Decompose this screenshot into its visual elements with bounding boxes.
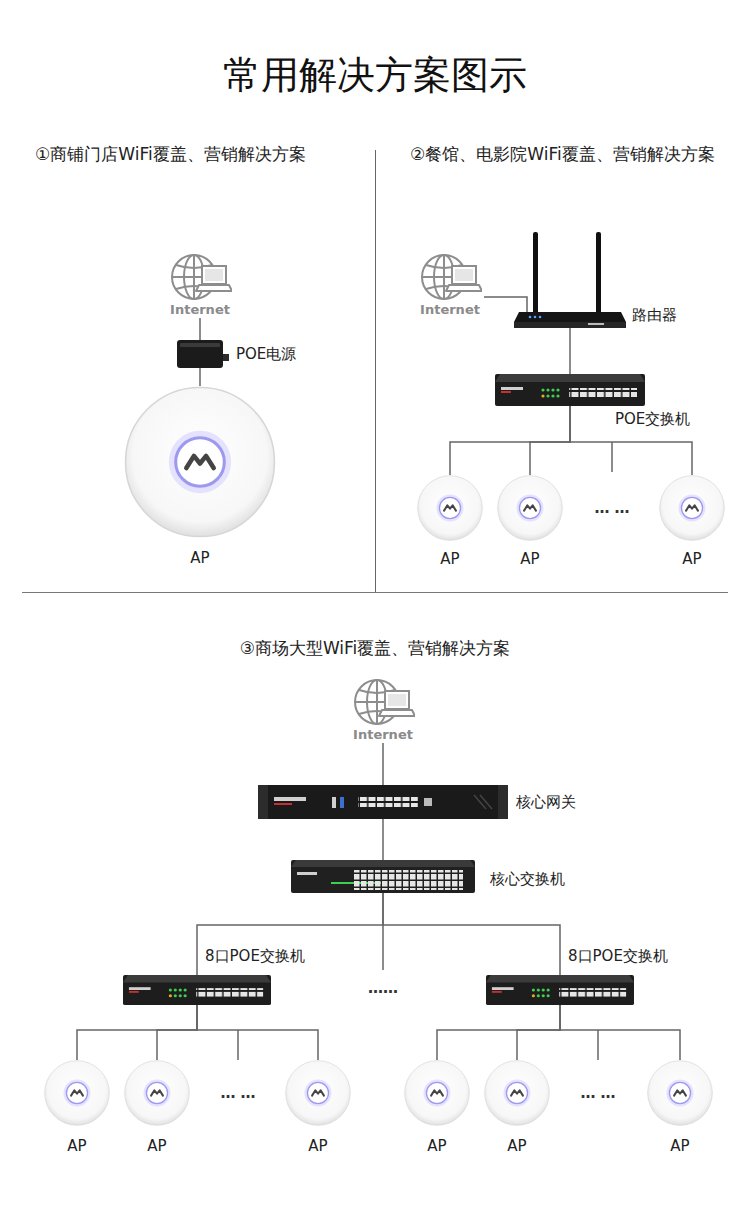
connector-line bbox=[199, 368, 201, 386]
access-point: AP bbox=[124, 1060, 190, 1126]
diagram-title: 常用解决方案图示 bbox=[223, 52, 527, 98]
access-point: AP bbox=[404, 1060, 470, 1126]
device-label: Internet bbox=[170, 302, 230, 318]
internet-icon: Internet bbox=[166, 252, 234, 318]
poe-switch: POE交换机 bbox=[495, 374, 645, 406]
connector-line bbox=[197, 893, 383, 975]
connector-line bbox=[437, 1005, 560, 1060]
ap-device bbox=[485, 1061, 550, 1126]
gateway-device bbox=[258, 785, 508, 819]
access-point: AP bbox=[484, 1060, 550, 1126]
router-device bbox=[514, 232, 626, 328]
branch-line bbox=[611, 442, 613, 472]
connector-line bbox=[382, 819, 384, 860]
device-label: AP bbox=[520, 549, 539, 569]
poe-power-adapter: POE电源 bbox=[177, 340, 223, 368]
device-label: AP bbox=[440, 549, 459, 569]
internet-icon: Internet bbox=[416, 252, 484, 318]
globe-icon bbox=[422, 255, 482, 299]
access-point: AP bbox=[124, 386, 276, 538]
ap-device bbox=[125, 1061, 190, 1126]
divider-line bbox=[22, 592, 728, 593]
connector-line bbox=[77, 1005, 197, 1060]
ap-device bbox=[418, 476, 483, 541]
ellipsis-mark: …… bbox=[366, 978, 400, 998]
wireless-router: 路由器 bbox=[514, 312, 626, 328]
access-point: AP bbox=[647, 1060, 713, 1126]
device-label: 核心交换机 bbox=[490, 869, 565, 889]
connector-line bbox=[570, 406, 692, 475]
device-label: 路由器 bbox=[632, 305, 677, 325]
device-label: Internet bbox=[353, 727, 413, 743]
connector-line bbox=[530, 406, 570, 475]
divider-line bbox=[375, 150, 376, 592]
poe-switch: 8口POE交换机 bbox=[123, 975, 271, 1005]
connector-line bbox=[450, 406, 570, 475]
device-label: AP bbox=[427, 1136, 446, 1156]
access-point: AP bbox=[497, 475, 563, 541]
device-label: AP bbox=[670, 1136, 689, 1156]
switch-device bbox=[291, 860, 475, 893]
ap-device bbox=[660, 476, 725, 541]
connector-line bbox=[199, 318, 201, 340]
device-label: AP bbox=[147, 1136, 166, 1156]
core-switch: 核心交换机 bbox=[291, 860, 475, 893]
ellipsis-mark: … … bbox=[592, 498, 631, 518]
poe-switch: 8口POE交换机 bbox=[486, 975, 634, 1005]
connector-line bbox=[383, 893, 560, 975]
device-label: AP bbox=[190, 548, 209, 568]
device-label: 8口POE交换机 bbox=[568, 946, 668, 966]
access-point: AP bbox=[417, 475, 483, 541]
device-label: POE交换机 bbox=[615, 409, 690, 429]
connector-line bbox=[157, 1005, 197, 1060]
access-point: AP bbox=[659, 475, 725, 541]
branch-line bbox=[597, 1030, 599, 1060]
device-label: Internet bbox=[420, 302, 480, 318]
device-label: AP bbox=[67, 1136, 86, 1156]
access-point: AP bbox=[285, 1060, 351, 1126]
device-label: 核心网关 bbox=[516, 792, 576, 812]
branch-line bbox=[237, 1030, 239, 1060]
device-label: 8口POE交换机 bbox=[205, 946, 305, 966]
ap-device bbox=[126, 388, 275, 537]
access-point: AP bbox=[44, 1060, 110, 1126]
switch-device bbox=[495, 374, 645, 406]
connector-line bbox=[517, 1005, 560, 1060]
globe-icon bbox=[355, 680, 415, 724]
connector-line bbox=[197, 1005, 318, 1060]
section-heading: ①商铺门店WiFi覆盖、营销解决方案 bbox=[35, 143, 306, 165]
core-gateway: 核心网关 bbox=[258, 785, 508, 819]
ap-device bbox=[498, 476, 563, 541]
device-label: AP bbox=[682, 549, 701, 569]
device-label: AP bbox=[308, 1136, 327, 1156]
ap-device bbox=[648, 1061, 713, 1126]
section-heading: ②餐馆、电影院WiFi覆盖、营销解决方案 bbox=[410, 143, 715, 165]
ap-device bbox=[405, 1061, 470, 1126]
ap-device bbox=[45, 1061, 110, 1126]
section-heading: ③商场大型WiFi覆盖、营销解决方案 bbox=[240, 637, 511, 659]
ap-device bbox=[286, 1061, 351, 1126]
connector-line bbox=[560, 1005, 680, 1060]
switch-device bbox=[486, 975, 634, 1005]
branch-line bbox=[382, 925, 384, 970]
switch-device bbox=[123, 975, 271, 1005]
device-label: POE电源 bbox=[236, 344, 296, 364]
poe-power-adapter bbox=[177, 340, 229, 368]
internet-icon: Internet bbox=[349, 677, 417, 743]
connector-line bbox=[484, 297, 527, 312]
ellipsis-mark: … … bbox=[578, 1083, 617, 1103]
device-label: AP bbox=[507, 1136, 526, 1156]
ellipsis-mark: … … bbox=[218, 1083, 257, 1103]
connector-line bbox=[382, 743, 384, 785]
globe-icon bbox=[172, 255, 232, 299]
connector-line bbox=[569, 328, 571, 374]
